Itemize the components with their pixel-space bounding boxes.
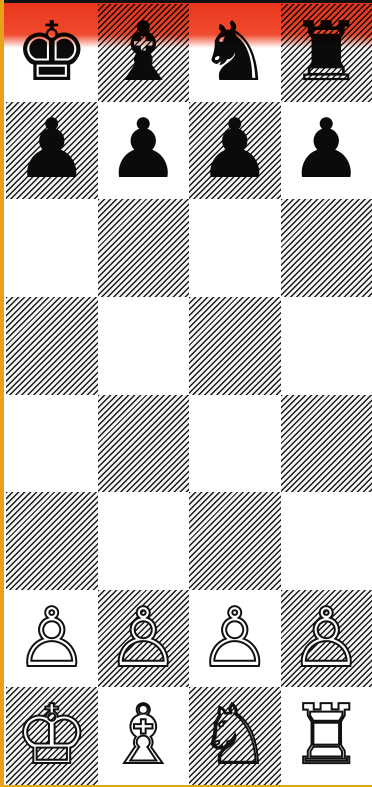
black-pawn-icon[interactable]: ♟ [198,109,272,191]
black-king-icon[interactable]: ♚ [15,12,89,94]
board-square[interactable]: ♗ [98,687,190,785]
board-square[interactable] [98,492,190,590]
black-pawn-icon[interactable]: ♟ [15,109,89,191]
black-pawn-icon[interactable]: ♟ [289,109,363,191]
board-square[interactable] [189,199,281,297]
board-square[interactable] [189,492,281,590]
white-pawn-icon[interactable]: ♙ [289,598,363,680]
board-square[interactable]: ♘ [189,687,281,785]
board-square[interactable] [6,395,98,493]
board-square[interactable]: ♙ [189,590,281,688]
board-square[interactable] [98,199,190,297]
white-bishop-icon[interactable]: ♗ [106,695,180,777]
board-square[interactable]: ♚ [6,4,98,102]
white-king-icon[interactable]: ♔ [15,695,89,777]
board-square[interactable] [98,395,190,493]
board-square[interactable]: ♜ [281,4,372,102]
white-pawn-icon[interactable]: ♙ [106,598,180,680]
board-square[interactable] [6,199,98,297]
white-pawn-icon[interactable]: ♙ [15,598,89,680]
black-rook-icon[interactable]: ♜ [289,12,363,94]
board-square[interactable] [6,492,98,590]
board-square[interactable]: ♝ [98,4,190,102]
board-square[interactable] [281,395,372,493]
board-square[interactable]: ♟ [281,102,372,200]
board-square[interactable]: ♟ [6,102,98,200]
board-square[interactable] [98,297,190,395]
black-knight-icon[interactable]: ♞ [198,12,272,94]
black-bishop-icon[interactable]: ♝ [106,12,180,94]
white-rook-icon[interactable]: ♖ [289,695,363,777]
board-square[interactable] [281,492,372,590]
white-knight-icon[interactable]: ♘ [198,695,272,777]
board-square[interactable]: ♟ [189,102,281,200]
white-pawn-icon[interactable]: ♙ [198,598,272,680]
board-square[interactable] [281,297,372,395]
chess-board: ♚♝♞♜♟♟♟♟♙♙♙♙♔♗♘♖ [6,4,372,785]
board-square[interactable]: ♙ [98,590,190,688]
board-square[interactable]: ♙ [6,590,98,688]
board-square[interactable]: ♔ [6,687,98,785]
board-square[interactable] [281,199,372,297]
black-pawn-icon[interactable]: ♟ [106,109,180,191]
board-square[interactable]: ♞ [189,4,281,102]
board-square[interactable]: ♙ [281,590,372,688]
board-square[interactable]: ♟ [98,102,190,200]
board-square[interactable]: ♖ [281,687,372,785]
board-square[interactable] [189,297,281,395]
board-square[interactable] [6,297,98,395]
board-square[interactable] [189,395,281,493]
